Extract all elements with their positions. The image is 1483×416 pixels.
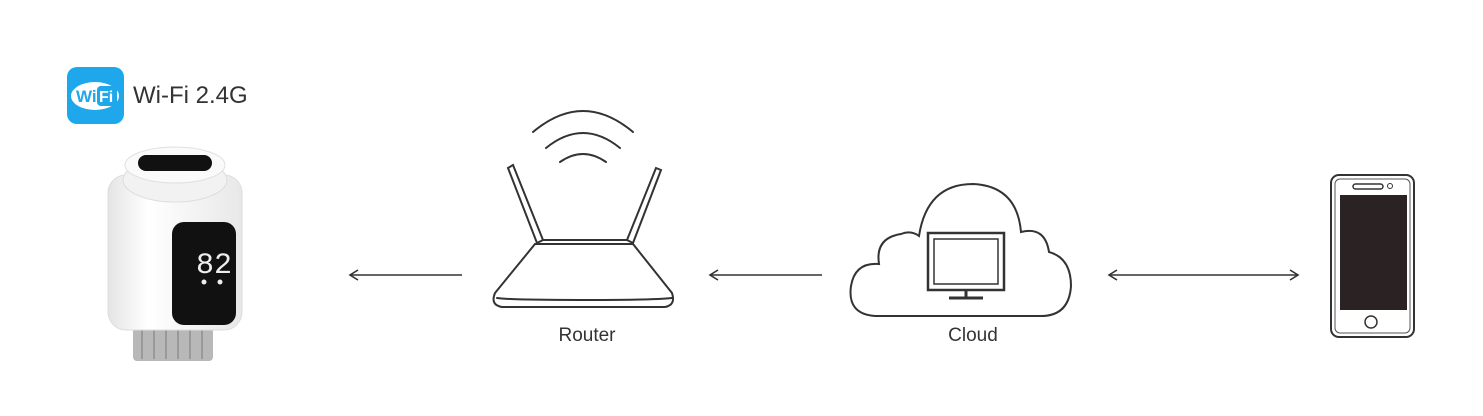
- thermostat-device: 82: [107, 146, 243, 361]
- router-label: Router: [558, 325, 616, 346]
- cloud-label: Cloud: [948, 325, 998, 346]
- router-icon: [492, 110, 675, 308]
- svg-text:Wi: Wi: [76, 87, 97, 106]
- wifi-band-label: Wi-Fi 2.4G: [133, 82, 248, 109]
- svg-text:Fi: Fi: [99, 89, 113, 106]
- arrow-router-to-thermostat: [348, 269, 462, 281]
- thermostat-display: 82: [196, 249, 232, 283]
- arrow-cloud-phone-bidirectional: [1107, 269, 1300, 281]
- arrow-cloud-to-router: [708, 269, 822, 281]
- smartphone-icon: [1330, 174, 1415, 338]
- wifi-logo-icon: Wi Fi: [67, 67, 124, 124]
- cloud-icon: [849, 182, 1073, 317]
